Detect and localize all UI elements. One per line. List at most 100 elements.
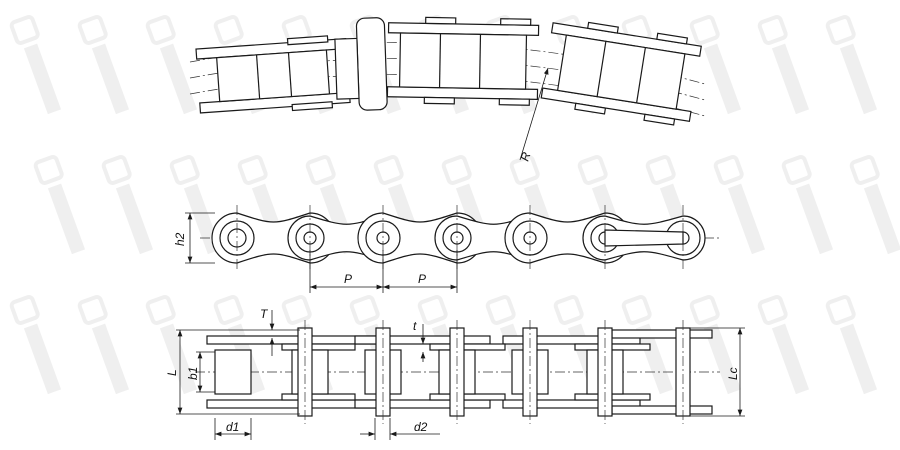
inner-plate-bottom: [281, 393, 356, 401]
watermark-logo: [689, 15, 742, 115]
watermark-bar: [91, 43, 130, 115]
watermark-bar: [91, 323, 130, 395]
watermark-mark: [145, 15, 176, 45]
watermark-logo: [825, 15, 878, 115]
watermark-mark: [849, 155, 880, 185]
watermark-mark: [417, 295, 448, 325]
plan-links: [206, 320, 713, 424]
watermark-logo: [77, 15, 130, 115]
watermark-bar: [839, 43, 878, 115]
watermark-mark: [757, 15, 788, 45]
watermark-bar: [703, 43, 742, 115]
curved-link-4: [540, 21, 702, 126]
watermark-logo: [77, 295, 130, 395]
curved-chain-view: R: [189, 16, 706, 163]
watermark-mark: [825, 15, 856, 45]
watermark-logo: [145, 15, 198, 115]
inner-plate-top: [429, 343, 506, 351]
watermark-mark: [441, 155, 472, 185]
watermark-mark: [485, 295, 516, 325]
watermark-mark: [9, 295, 40, 325]
watermark-mark: [77, 295, 108, 325]
watermark-mark: [213, 15, 244, 45]
watermark-bar: [159, 323, 198, 395]
watermark-mark: [713, 155, 744, 185]
watermark-mark: [281, 295, 312, 325]
watermark-mark: [237, 155, 268, 185]
curved-link-1: [195, 35, 351, 114]
roller-diameter-label: d1: [226, 420, 239, 434]
connector-plate-bottom: [611, 405, 713, 415]
watermark-bar: [839, 323, 878, 395]
watermark-mark: [101, 155, 132, 185]
watermark-bar: [703, 323, 742, 395]
watermark-mark: [757, 295, 788, 325]
watermark-logo: [757, 15, 810, 115]
watermark-bar: [635, 323, 674, 395]
watermark-mark: [305, 155, 336, 185]
watermark-mark: [33, 155, 64, 185]
watermark-mark: [9, 15, 40, 45]
side-links: [211, 205, 706, 272]
watermark-mark: [689, 15, 720, 45]
spring-clip: [604, 229, 684, 247]
watermark-bar: [47, 183, 86, 255]
watermark-logo: [9, 295, 62, 395]
watermark-mark: [509, 155, 540, 185]
watermark-mark: [145, 295, 176, 325]
watermark-bar: [23, 323, 62, 395]
watermark-bar: [115, 183, 154, 255]
connector-width-label: Lc: [726, 367, 740, 380]
watermark-logo: [849, 155, 900, 255]
watermark-logo: [713, 155, 766, 255]
watermark-logo: [781, 155, 834, 255]
watermark-logo: [689, 295, 742, 395]
radius-leader: [519, 67, 549, 161]
overall-width-label: L: [165, 369, 179, 376]
inner-width-label: b1: [186, 367, 200, 380]
outer-plate-thickness-label: T: [260, 307, 269, 321]
inner-plate-thickness-label: t: [413, 319, 417, 333]
inner-plate-top: [281, 343, 356, 351]
watermark-bar: [23, 43, 62, 115]
watermark-logo: [33, 155, 86, 255]
pitch-label-1: P: [344, 272, 352, 286]
watermark-bar: [771, 43, 810, 115]
pitch-label-2: P: [418, 272, 426, 286]
watermark-mark: [825, 295, 856, 325]
height-label: h2: [173, 232, 187, 246]
outer-plate-top: [354, 335, 491, 345]
watermark-logo: [825, 295, 878, 395]
watermark-mark: [689, 295, 720, 325]
watermark-logo: [621, 295, 674, 395]
pin-diameter-label: d2: [414, 420, 428, 434]
watermark-mark: [621, 295, 652, 325]
watermark-logo: [101, 155, 154, 255]
watermark-mark: [645, 155, 676, 185]
plan-view: L b1 Lc T t d1 d2: [165, 307, 745, 440]
watermark-mark: [77, 15, 108, 45]
watermark-mark: [577, 155, 608, 185]
side-view: h2 P P: [173, 205, 720, 293]
watermark-logo: [9, 15, 62, 115]
connector-plate-top: [611, 329, 713, 339]
watermark-bar: [727, 183, 766, 255]
outer-plate-bottom: [354, 399, 491, 409]
watermark-bar: [159, 43, 198, 115]
outer-plate-top: [502, 335, 641, 345]
outer-plate-bottom: [502, 399, 641, 409]
watermark-mark: [781, 155, 812, 185]
watermark-bar: [771, 323, 810, 395]
watermark-mark: [169, 155, 200, 185]
roller: [214, 349, 252, 395]
watermark-bar: [795, 183, 834, 255]
curved-link-2: [334, 17, 388, 111]
watermark-mark: [213, 295, 244, 325]
curved-link-3: [386, 16, 540, 106]
watermark-mark: [553, 295, 584, 325]
watermark-mark: [349, 295, 380, 325]
watermark-bar: [863, 183, 900, 255]
inner-plate-bottom: [429, 393, 506, 401]
